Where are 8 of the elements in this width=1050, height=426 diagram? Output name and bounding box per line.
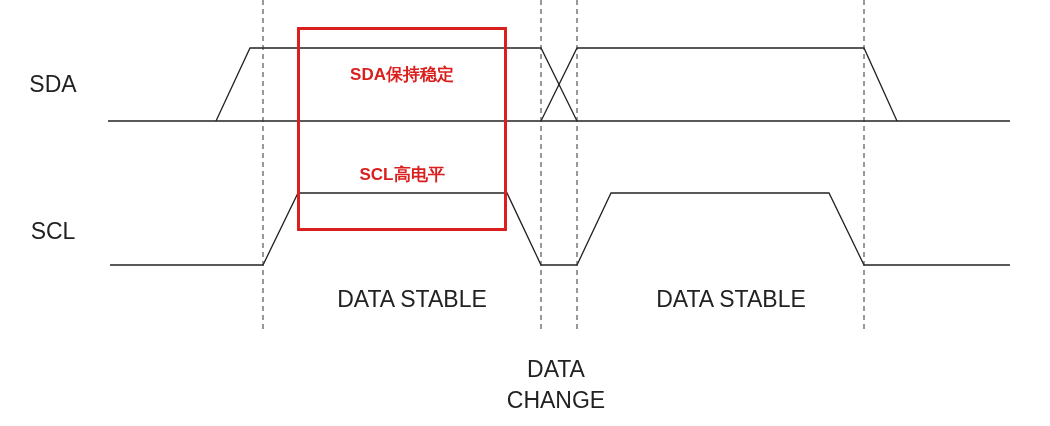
high-level-note: SCL高电平 [359, 164, 445, 186]
stable-note: SDA保持稳定 [350, 64, 454, 86]
highlight-frame [297, 27, 507, 231]
phase-label: DATA CHANGE [505, 355, 607, 415]
phase-label: DATA STABLE [655, 284, 807, 314]
signal-name: SDA [28, 69, 78, 99]
phase-label: DATA STABLE [336, 284, 488, 314]
signal-name: SCL [29, 216, 77, 246]
